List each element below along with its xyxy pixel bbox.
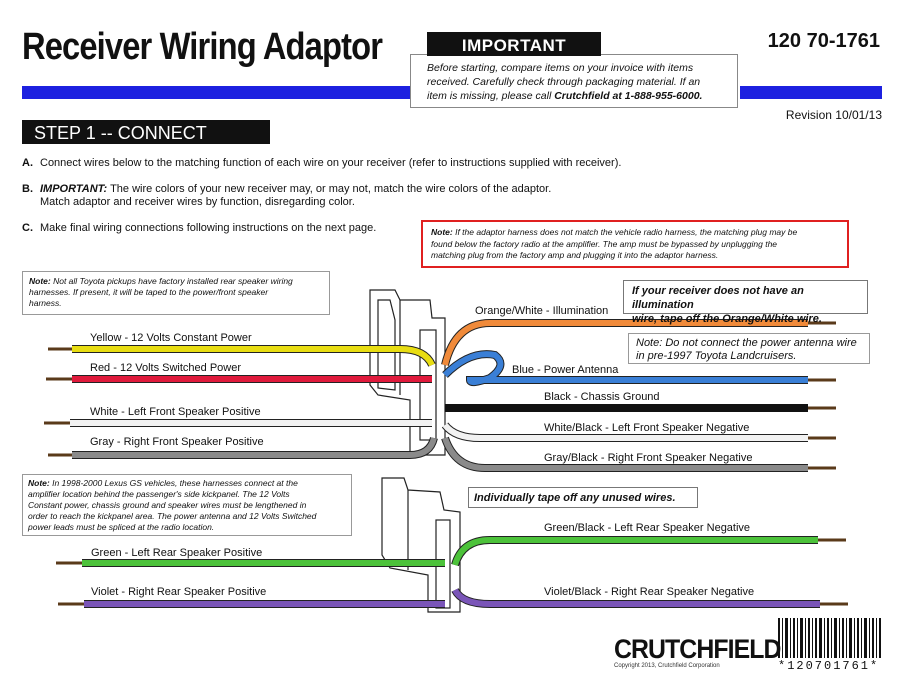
toyota-note-line-1: Not all Toyota pickups have factory inst…	[50, 276, 293, 286]
crutchfield-logo: CRUTCHFIELD	[614, 634, 781, 664]
toyota-note: Note: Not all Toyota pickups have factor…	[22, 271, 330, 315]
barcode-text: *120701761*	[778, 659, 880, 673]
green-black-wire-outline	[451, 536, 818, 567]
wire-label-gray: Gray - Right Front Speaker Positive	[90, 436, 264, 448]
lexus-note: Note: In 1998-2000 Lexus GS vehicles, th…	[22, 474, 352, 536]
red-note-line-1: If the adaptor harness does not match th…	[452, 227, 798, 237]
toyota-note-line-3: harness.	[29, 298, 62, 308]
barcode-graphic	[778, 618, 881, 658]
orange-white-wire	[442, 320, 808, 366]
illumination-callout: If your receiver does not have an illumi…	[623, 280, 868, 325]
illumination-callout-line-1: If your receiver does not have an illumi…	[632, 285, 804, 311]
lexus-note-line-4: order to reach the kickpanel area. The p…	[28, 511, 317, 521]
adaptor-harness-note: Note: If the adaptor harness does not ma…	[421, 220, 849, 268]
lexus-note-line-5: power leads must be spliced at the radio…	[28, 522, 215, 532]
wire-label-violet-black: Violet/Black - Right Rear Speaker Negati…	[544, 586, 755, 598]
instruction-b: B. IMPORTANT: The wire colors of your new…	[22, 183, 551, 209]
wire-label-red: Red - 12 Volts Switched Power	[90, 362, 242, 374]
important-line-3-prefix: item is missing, please call	[427, 90, 555, 102]
instruction-a-key: A.	[22, 157, 33, 169]
instruction-b-key: B.	[22, 183, 33, 195]
instruction-c-text: Make final wiring connections following …	[40, 222, 377, 234]
tape-unused-callout: Individually tape off any unused wires.	[468, 487, 698, 508]
instruction-c-key: C.	[22, 222, 33, 234]
instruction-b-bold: IMPORTANT:	[40, 183, 108, 195]
wire-label-blue: Blue - Power Antenna	[512, 364, 619, 376]
gray-black-wire	[442, 436, 808, 471]
lexus-note-line-3: Constant power, chassis ground and speak…	[28, 500, 307, 510]
lower-connector	[381, 477, 461, 613]
wire-label-green: Green - Left Rear Speaker Positive	[91, 547, 263, 559]
wire-label-yellow: Yellow - 12 Volts Constant Power	[90, 332, 252, 344]
instruction-a-text: Connect wires below to the matching func…	[40, 157, 622, 169]
wire-label-white: White - Left Front Speaker Positive	[90, 406, 261, 418]
antenna-note: Note: Do not connect the power antenna w…	[628, 333, 870, 364]
upper-connector	[369, 289, 446, 456]
revision-date: Revision 10/01/13	[785, 108, 882, 122]
wire-label-violet: Violet - Right Rear Speaker Positive	[91, 586, 267, 598]
lexus-note-label: Note:	[28, 478, 50, 488]
white-black-wire	[442, 423, 808, 441]
gray-wire	[72, 437, 437, 458]
important-heading: IMPORTANT	[427, 32, 601, 56]
important-phone: Crutchfield at 1-888-955-6000.	[554, 90, 703, 102]
toyota-note-line-2: harnesses. If present, it will be taped …	[29, 287, 269, 297]
important-line-1: Before starting, compare items on your i…	[427, 62, 694, 74]
wire-label-gray-black: Gray/Black - Right Front Speaker Negativ…	[544, 452, 753, 464]
yellow-wire	[72, 346, 435, 367]
header-rule-left	[22, 86, 410, 99]
lexus-note-line-1: In 1998-2000 Lexus GS vehicles, these ha…	[49, 478, 298, 488]
document-title: Receiver Wiring Adaptor	[22, 26, 383, 68]
wire-label-black: Black - Chassis Ground	[544, 391, 660, 403]
red-note-line-2: found below the factory radio at the amp…	[431, 238, 778, 249]
instruction-b-text-1: The wire colors of your new receiver may…	[107, 183, 552, 195]
violet-black-wire	[452, 588, 820, 607]
red-note-label: Note:	[431, 227, 453, 237]
part-number: 120 70-1761	[767, 30, 880, 52]
red-note-line-3: matching plug from the factory amp and p…	[431, 250, 719, 260]
toyota-note-label: Note:	[29, 276, 51, 286]
lexus-note-line-2: amplifier location behind the passenger'…	[28, 489, 290, 499]
important-line-2: received. Carefully check through packag…	[427, 76, 701, 88]
blue-wire	[442, 351, 808, 386]
header-rule-right	[740, 86, 882, 99]
wire-label-green-black: Green/Black - Left Rear Speaker Negative	[544, 522, 751, 534]
step-heading: STEP 1 -- CONNECT WIRES	[22, 120, 270, 170]
illumination-callout-line-2: wire, tape off the Orange/White wire.	[632, 313, 822, 325]
instruction-c: C. Make final wiring connections followin…	[22, 222, 376, 235]
important-notice-box: Before starting, compare items on your i…	[410, 54, 738, 108]
copyright-text: Copyright 2013, Crutchfield Corporation	[614, 663, 720, 669]
important-line-3: item is missing, please call Crutchfield…	[427, 89, 729, 103]
antenna-note-line-2: in pre-1997 Toyota Landcruisers.	[636, 350, 797, 362]
antenna-note-line-1: Note: Do not connect the power antenna w…	[636, 337, 857, 349]
green-black-wire	[452, 537, 818, 566]
instruction-b-text-2: Match adaptor and receiver wires by func…	[40, 196, 355, 208]
wire-label-orange-white: Orange/White - Illumination	[475, 305, 609, 317]
instruction-a: A. Connect wires below to the matching fu…	[22, 157, 621, 170]
wire-label-white-black: White/Black - Left Front Speaker Negativ…	[544, 422, 750, 434]
